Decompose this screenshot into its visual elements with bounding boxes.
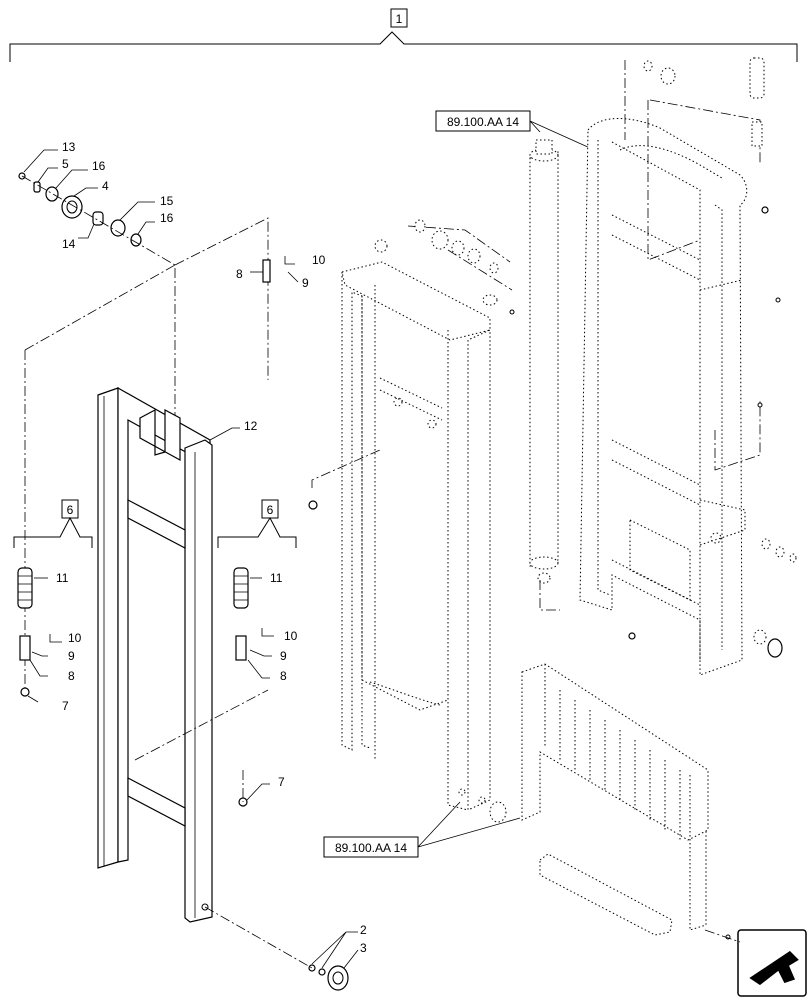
carriage-backrest-ghost <box>521 663 741 943</box>
roller-parts-cluster <box>18 172 269 420</box>
outer-frame-ghost <box>579 60 761 676</box>
ref-main-label: 1 <box>396 12 403 26</box>
callout-11-left: 11 <box>56 571 69 585</box>
inner-top-parts <box>308 219 515 823</box>
callout-11-right: 11 <box>270 571 283 585</box>
view-direction-arrow-icon[interactable] <box>737 929 807 997</box>
outer-frame-small-parts <box>628 57 797 658</box>
ref-box-sub-right[interactable]: 6 <box>261 499 279 519</box>
ref-sub-left-label: 6 <box>67 503 74 517</box>
callout-3: 3 <box>360 941 367 955</box>
callout-10-right: 10 <box>284 629 298 643</box>
lift-cylinder-ghost <box>529 139 560 611</box>
callout-4: 4 <box>102 179 109 193</box>
pin-group-top <box>250 256 299 283</box>
ref-link-bottom[interactable]: 89.100.AA 14 <box>323 836 419 858</box>
callout-9-top: 9 <box>302 276 309 290</box>
callout-8-left: 8 <box>68 669 75 683</box>
outer-mast-channel <box>97 386 213 923</box>
callout-14: 14 <box>62 237 76 251</box>
callout-2: 2 <box>360 923 367 937</box>
callout-7-left: 7 <box>62 699 69 713</box>
callout-8-right: 8 <box>280 669 287 683</box>
callout-5: 5 <box>62 157 69 171</box>
ref-box-main[interactable]: 1 <box>390 8 408 28</box>
roller-bottom <box>204 906 349 991</box>
callout-9-left: 9 <box>68 649 75 663</box>
chain-left <box>17 567 33 697</box>
ref-link-top-label: 89.100.AA 14 <box>447 115 519 129</box>
callout-10-left: 10 <box>68 631 82 645</box>
assembly-bracket <box>9 31 798 62</box>
callout-7-right: 7 <box>278 775 285 789</box>
callout-leaders-topleft <box>23 149 155 239</box>
ref-box-sub-left[interactable]: 6 <box>61 499 79 519</box>
ref-sub-right-label: 6 <box>267 503 274 517</box>
callout-16a: 16 <box>92 159 106 173</box>
callout-8-top: 8 <box>236 267 243 281</box>
chain-right <box>233 567 249 807</box>
callout-12: 12 <box>244 419 258 433</box>
callout-13: 13 <box>62 140 76 154</box>
ref-link-top[interactable]: 89.100.AA 14 <box>435 110 531 132</box>
callout-15: 15 <box>160 194 174 208</box>
callout-10-top: 10 <box>312 253 326 267</box>
callout-9-right: 9 <box>280 649 287 663</box>
callout-16b: 16 <box>160 211 174 225</box>
ref-link-bottom-label: 89.100.AA 14 <box>335 841 407 855</box>
inner-mast-ghost <box>311 225 513 811</box>
